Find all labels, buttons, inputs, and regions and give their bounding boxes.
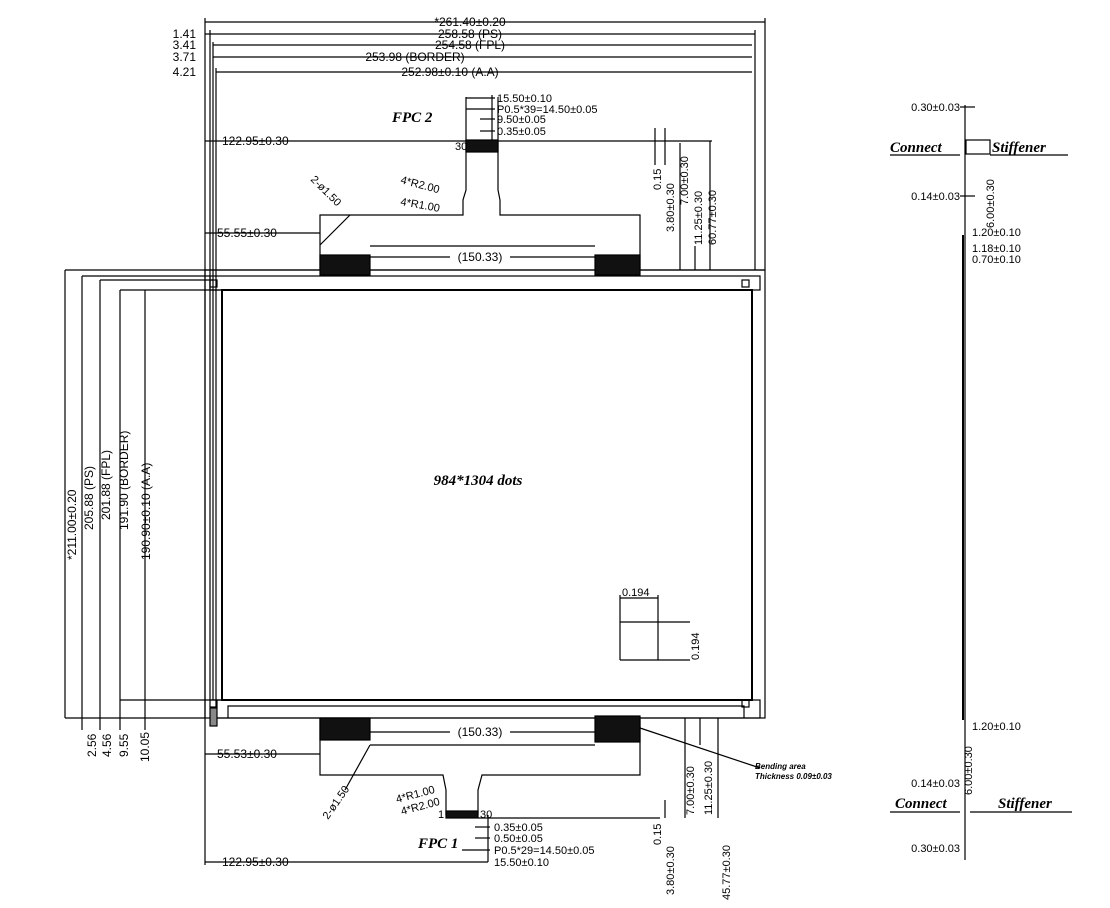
offset-label: 10.05 [138,732,152,762]
fpc1-pitch: P0.5*29=14.50±0.05 [494,845,595,857]
fpc1-vdim: 11.25±0.30 [703,761,715,815]
side-bottom-fpc-thickness: 0.14±0.03 [911,778,960,790]
offset-label: 9.55 [117,733,131,757]
fpc1-offset-y: 55.53±0.30 [217,747,277,761]
dim-overall-width: *261.40±0.20 [434,15,506,29]
dim-border-height: 191.90 (BORDER) [117,431,131,530]
fpc1-span: (150.33) [458,725,503,739]
side-top-stiffener: Stiffener [992,140,1046,156]
fpc1-vdim: 7.00±0.30 [685,766,697,815]
fpc1-pin-first: 1 [438,809,444,821]
pixel-pitch-height: 0.194 [690,632,702,660]
dim-fpl-width: 254.58 (FPL) [435,38,505,52]
display-panel: 984*1304 dots 0.194 0.194 [65,269,766,727]
fpc2-pin-width: 9.50±0.05 [497,114,546,126]
offset-label: 2.56 [85,733,99,757]
top-dimensions: *261.40±0.20 258.58 (PS) 254.58 (FPL) 25… [173,15,766,865]
left-dimensions: *211.00±0.20 205.88 (PS) 201.88 (FPL) 19… [64,270,222,762]
dim-ps-height: 205.88 (PS) [82,466,96,530]
side-bottom-stiffener-length: 6.00±0.30 [963,746,975,795]
offset-label: 4.56 [100,733,114,757]
offset-label: 3.41 [173,38,197,52]
fpc2-title: FPC 2 [391,110,433,126]
fpc2-vdim: 60.77±0.30 [707,190,719,245]
fpc2-offset-x: 122.95±0.30 [222,134,289,148]
offset-label: 3.71 [173,50,197,64]
side-top-connect: Connect [890,140,943,156]
side-top-stiffener-length: 6.00±0.30 [985,179,997,228]
fpc2-width: 15.50±0.10 [497,93,552,105]
fpc1: (150.33) FPC 1 1 30 0.35±0.05 0.50±0.05 … [205,715,832,900]
side-top-dim: 0.70±0.10 [972,254,1021,266]
fpc2-vdim: 11.25±0.30 [693,191,705,245]
fpc1-vdim: 0.15 [652,824,664,845]
fpc2: FPC 2 (150.33) 15.50±0.10 P0.5*39=14.50±… [205,93,719,276]
fpc1-title: FPC 1 [417,836,458,852]
pixel-pitch-width: 0.194 [622,587,650,599]
fpc2-offset-y: 55.55±0.30 [217,226,277,240]
dim-ps-width: 258.58 (PS) [438,27,502,41]
offset-label: 1.41 [173,27,197,41]
bending-thickness: Thickness 0.09±0.03 [755,772,832,781]
fpc2-vdim: 3.80±0.30 [665,183,677,232]
dim-overall-height: *211.00±0.20 [65,489,79,560]
dim-border-width: 253.98 (BORDER) [365,50,464,64]
side-top-fpc-thickness: 0.14±0.03 [911,191,960,203]
bending-area-label: Bending area [755,762,806,771]
dim-aa-width: 252.98±0.10 (A.A) [401,65,498,79]
fpc2-span: (150.33) [458,250,503,264]
fpc1-offset-x: 122.95±0.30 [222,855,289,869]
side-bottom-thickness: 0.30±0.03 [911,843,960,855]
side-bottom-stiffener: Stiffener [998,796,1052,812]
dim-fpl-height: 201.88 (FPL) [99,450,113,520]
side-top-dim: 1.18±0.10 [972,243,1021,255]
fpc2-pitch: P0.5*39=14.50±0.05 [497,104,598,116]
fpc2-pin-count: 30 [455,141,467,153]
resolution-label: 984*1304 dots [434,473,523,489]
fpc1-hole: 2-ø1.50 [321,784,353,822]
fpc1-width: 15.50±0.10 [494,857,549,869]
fpc1-pin-gap: 0.35±0.05 [494,822,543,834]
fpc1-vdim: 3.80±0.30 [665,846,677,895]
fpc2-pin-gap: 0.35±0.05 [497,126,546,138]
fpc2-vdim: 7.00±0.30 [679,156,691,205]
side-bottom-dim: 1.20±0.10 [972,721,1021,733]
fpc1-pin-last: 30 [480,809,492,821]
side-top-thickness: 0.30±0.03 [911,102,960,114]
offset-label: 4.21 [173,65,197,79]
fpc2-hole: 2-ø1.50 [308,174,343,209]
dim-aa-height: 190.90±0.10 (A.A) [139,463,153,560]
fpc2-r2: 4*R2.00 [399,174,441,196]
side-bottom-connect: Connect [895,796,948,812]
fpc2-r1: 4*R1.00 [399,196,440,215]
fpc1-vdim: 45.77±0.30 [721,845,733,900]
fpc1-pin-gap2: 0.50±0.05 [494,833,543,845]
side-view: 0.30±0.03 Connect Stiffener 6.00±0.30 0.… [890,102,1072,860]
fpc2-vdim: 0.15 [652,169,664,190]
side-top-dim: 1.20±0.10 [972,227,1021,239]
